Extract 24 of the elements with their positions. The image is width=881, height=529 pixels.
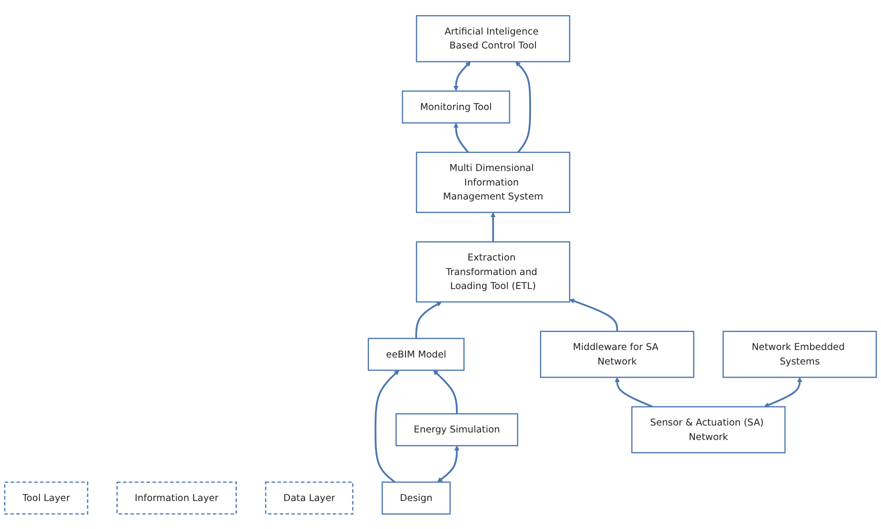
- node-box: Information Layer: [116, 481, 237, 514]
- node-box: Tool Layer: [4, 481, 88, 514]
- arrow: [614, 376, 654, 408]
- node-box: Artificial Inteligence Based Control Tool: [416, 14, 570, 62]
- arrow: [515, 61, 532, 153]
- node-box: Network Embedded Systems: [722, 330, 877, 378]
- arrow: [437, 445, 460, 482]
- node-box: Extraction Transformation and Loading Tool (ETL): [416, 240, 570, 302]
- arrow: [433, 370, 458, 414]
- node-box: Energy Simulation: [396, 412, 518, 446]
- arrow: [764, 376, 802, 407]
- arrow: [453, 61, 471, 91]
- node-box: Middleware for SA Network: [540, 330, 694, 378]
- node-box: eeBIM Model: [368, 338, 465, 370]
- arrow: [453, 122, 469, 153]
- node-box: Monitoring Tool: [402, 90, 510, 124]
- arrow: [374, 370, 400, 483]
- arrow: [415, 301, 442, 338]
- node-box: Multi Dimensional Information Management System: [416, 151, 570, 213]
- arrow: [490, 212, 496, 242]
- arrow: [569, 298, 618, 332]
- node-box: Design: [382, 481, 451, 514]
- node-box: Sensor & Actuation (SA) Network: [631, 406, 786, 453]
- node-box: Data Layer: [265, 481, 354, 514]
